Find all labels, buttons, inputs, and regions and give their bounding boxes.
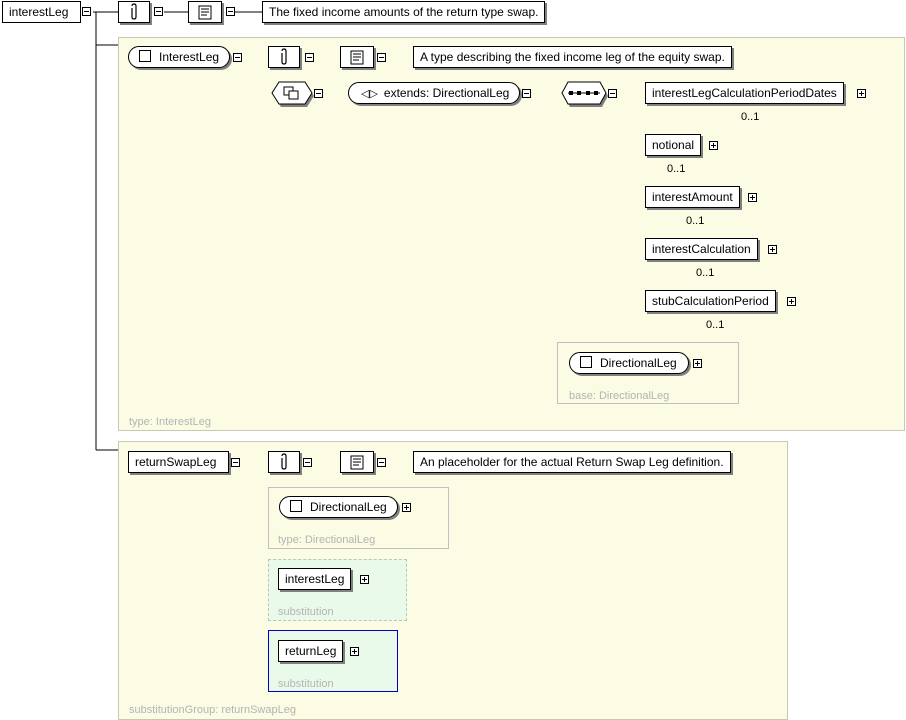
expand-toggle[interactable] <box>350 647 359 656</box>
collapse-toggle[interactable] <box>154 7 163 16</box>
expand-toggle[interactable] <box>693 359 702 368</box>
child-element-name: stubCalculationPeriod <box>652 294 769 308</box>
substitution-element-interest-leg[interactable]: interestLeg <box>278 568 352 590</box>
return-swap-leg-footer: substitutionGroup: returnSwapLeg <box>129 704 296 716</box>
collapse-toggle[interactable] <box>305 53 314 62</box>
root-element-box[interactable]: interestLeg <box>2 1 81 23</box>
child-element-interest-calculation[interactable]: interestCalculation <box>645 238 758 260</box>
occurrence-label: 0..1 <box>741 111 760 123</box>
interest-leg-documentation-text: A type describing the fixed income leg o… <box>420 50 725 64</box>
interest-leg-type-footer: type: InterestLeg <box>129 416 211 428</box>
return-swap-leg-type-footer: type: DirectionalLeg <box>278 534 376 546</box>
expand-toggle[interactable] <box>360 575 369 584</box>
base-type-label: DirectionalLeg <box>600 356 677 370</box>
substitution-element-name: returnLeg <box>285 644 337 658</box>
documentation-icon[interactable] <box>188 1 222 23</box>
child-element-name: notional <box>652 138 695 152</box>
type-icon <box>580 356 592 368</box>
root-documentation: The fixed income amounts of the return t… <box>262 1 546 23</box>
occurrence-label: 0..1 <box>696 267 715 279</box>
annotation-icon[interactable] <box>268 451 300 473</box>
child-element-interest-amount[interactable]: interestAmount <box>645 186 740 208</box>
return-swap-leg-documentation-text: An placeholder for the actual Return Swa… <box>420 455 724 469</box>
interest-leg-documentation: A type describing the fixed income leg o… <box>413 46 732 68</box>
child-element-notional[interactable]: notional <box>645 134 702 156</box>
base-footer: base: DirectionalLeg <box>569 390 670 402</box>
substitution-element-name: interestLeg <box>285 572 345 586</box>
collapse-toggle[interactable] <box>377 53 386 62</box>
expand-toggle[interactable] <box>787 297 796 306</box>
type-icon <box>290 500 302 512</box>
child-element-name: interestCalculation <box>652 242 751 256</box>
return-swap-leg-type-box[interactable]: DirectionalLeg <box>279 496 398 518</box>
collapse-toggle[interactable] <box>231 458 240 467</box>
return-swap-leg-name: returnSwapLeg <box>135 455 217 469</box>
return-swap-leg-panel <box>118 441 788 720</box>
expand-toggle[interactable] <box>768 245 777 254</box>
return-swap-leg-box[interactable]: returnSwapLeg <box>128 451 229 473</box>
expand-toggle[interactable] <box>402 503 411 512</box>
expand-toggle[interactable] <box>857 89 866 98</box>
occurrence-label: 0..1 <box>706 319 725 331</box>
occurrence-label: 0..1 <box>686 215 705 227</box>
return-swap-leg-type-label: DirectionalLeg <box>310 500 387 514</box>
annotation-icon[interactable] <box>268 46 300 68</box>
sequence-compositor-icon[interactable] <box>560 81 610 107</box>
documentation-icon[interactable] <box>340 46 374 68</box>
interest-leg-type-label: InterestLeg <box>159 50 220 64</box>
substitution-footer: substitution <box>278 678 334 690</box>
collapse-toggle[interactable] <box>233 53 242 62</box>
expand-toggle[interactable] <box>748 193 757 202</box>
child-element-name: interestLegCalculationPeriodDates <box>652 86 837 100</box>
documentation-icon[interactable] <box>340 451 374 473</box>
substitution-element-return-leg[interactable]: returnLeg <box>278 640 344 662</box>
root-documentation-text: The fixed income amounts of the return t… <box>269 5 539 19</box>
return-swap-leg-documentation: An placeholder for the actual Return Swa… <box>413 451 731 473</box>
collapse-toggle[interactable] <box>608 89 617 98</box>
type-icon <box>139 50 151 62</box>
collapse-toggle[interactable] <box>522 89 531 98</box>
collapse-toggle[interactable] <box>303 458 312 467</box>
collapse-toggle[interactable] <box>314 89 323 98</box>
extends-box[interactable]: ◁▷ extends: DirectionalLeg <box>348 82 520 104</box>
extends-icon: ◁▷ <box>361 88 378 100</box>
collapse-toggle[interactable] <box>82 7 91 16</box>
root-element-name: interestLeg <box>9 5 69 19</box>
child-element-interest-leg-calculation-period-dates[interactable]: interestLegCalculationPeriodDates <box>645 82 844 104</box>
annotation-icon[interactable] <box>118 1 150 23</box>
collapse-toggle[interactable] <box>226 7 235 16</box>
extends-label: extends: DirectionalLeg <box>383 86 510 100</box>
expand-toggle[interactable] <box>709 141 718 150</box>
complex-content-icon[interactable] <box>270 81 314 107</box>
collapse-toggle[interactable] <box>377 458 386 467</box>
interest-leg-type-box[interactable]: InterestLeg <box>128 46 230 68</box>
child-element-name: interestAmount <box>652 190 733 204</box>
base-type-box[interactable]: DirectionalLeg <box>569 352 689 374</box>
occurrence-label: 0..1 <box>667 163 686 175</box>
substitution-footer: substitution <box>278 606 334 618</box>
child-element-stub-calculation-period[interactable]: stubCalculationPeriod <box>645 290 776 312</box>
